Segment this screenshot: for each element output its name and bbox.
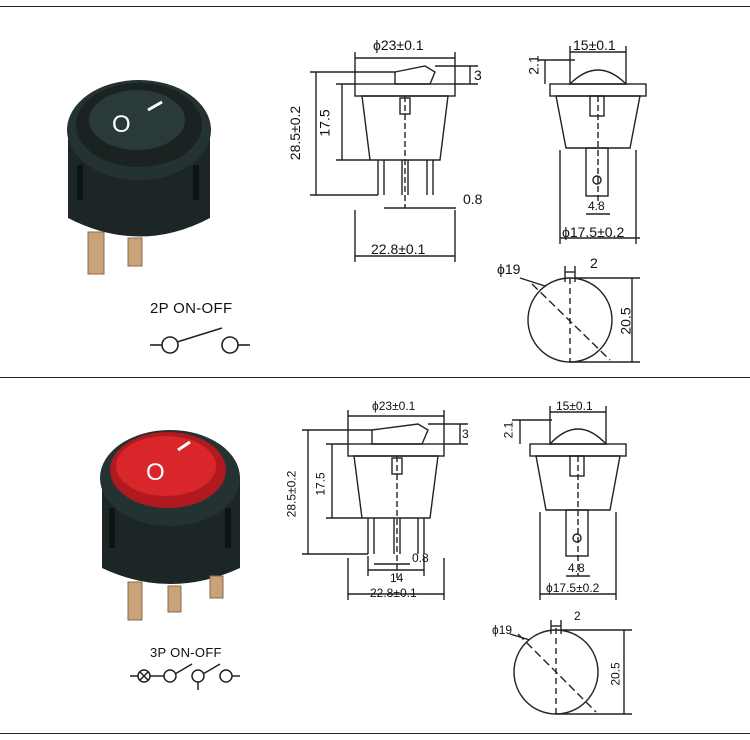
dim-side-body-diameter: ϕ17.5±0.2 bbox=[562, 224, 625, 240]
panel-3p-switch: O bbox=[0, 378, 750, 740]
panel-cutout-2p bbox=[519, 266, 640, 363]
panel-3p-drawing: O bbox=[100, 406, 632, 716]
rocker-off-symbol-red: O bbox=[146, 459, 165, 486]
dim-side-body-diameter-3p: ϕ17.5±0.2 bbox=[546, 581, 600, 595]
dim-front-pin-spacing-3p: 14 bbox=[390, 571, 404, 585]
dim-front-width: ϕ23±0.1 bbox=[373, 37, 424, 53]
dim-front-body-height: 17.5 bbox=[316, 109, 333, 137]
divider-line bbox=[0, 377, 750, 378]
dim-cutout-diameter-3p: ϕ19 bbox=[492, 623, 513, 637]
bottom-border-line bbox=[0, 733, 750, 734]
dim-front-width-3p: ϕ23±0.1 bbox=[372, 399, 416, 413]
side-view-3p bbox=[512, 406, 627, 600]
dim-front-body-height-3p: 17.5 bbox=[313, 472, 328, 496]
rocker-on-symbol bbox=[147, 100, 163, 112]
dim-front-rocker-height-3p: 3 bbox=[462, 427, 469, 441]
dim-side-terminal-width-3p: 4.8 bbox=[568, 561, 585, 575]
dim-front-pin-thickness-3p: 0.8 bbox=[412, 551, 429, 565]
dim-side-terminal-width: 4.8 bbox=[588, 199, 605, 213]
dim-side-dome-height: 2.1 bbox=[525, 55, 542, 75]
top-border-line bbox=[0, 6, 750, 7]
dim-cutout-height: 20.5 bbox=[617, 307, 634, 335]
circuit-label-3p: 3P ON-OFF bbox=[150, 645, 222, 660]
dim-cutout-diameter: ϕ19 bbox=[497, 261, 521, 277]
dim-side-dome-height-3p: 2.1 bbox=[501, 421, 516, 439]
panel-2p-drawing: O bbox=[67, 46, 647, 363]
dim-cutout-key-width: 2 bbox=[590, 255, 598, 271]
dim-front-total-height-3p: 28.5±0.2 bbox=[284, 470, 299, 518]
rocker-off-symbol: O bbox=[112, 111, 131, 138]
side-view-2p bbox=[538, 46, 647, 244]
panel-cutout-3p bbox=[509, 620, 632, 716]
rocker-on-symbol-red bbox=[177, 440, 191, 452]
dim-front-base-width: 22.8±0.1 bbox=[371, 241, 426, 257]
dim-front-pin-thickness: 0.8 bbox=[463, 191, 483, 207]
dim-side-dome-width: 15±0.1 bbox=[573, 37, 616, 53]
dim-cutout-height-3p: 20.5 bbox=[608, 662, 623, 686]
circuit-label-2p: 2P ON-OFF bbox=[150, 300, 233, 317]
switch-photo-black: O bbox=[67, 80, 211, 275]
dim-side-dome-width-3p: 15±0.1 bbox=[556, 399, 593, 413]
circuit-symbol-2p bbox=[150, 327, 250, 354]
switch-photo-red: O bbox=[100, 430, 240, 621]
dim-cutout-key-width-3p: 2 bbox=[574, 609, 581, 623]
front-view-3p bbox=[302, 410, 468, 600]
circuit-symbol-3p bbox=[130, 663, 240, 690]
panel-2p-switch: O bbox=[67, 37, 647, 363]
front-view-2p bbox=[310, 52, 478, 262]
dim-front-total-height: 28.5±0.2 bbox=[287, 105, 304, 161]
dim-front-base-width-3p: 22.8±0.1 bbox=[370, 586, 417, 600]
dim-front-rocker-height: 3 bbox=[474, 67, 482, 83]
